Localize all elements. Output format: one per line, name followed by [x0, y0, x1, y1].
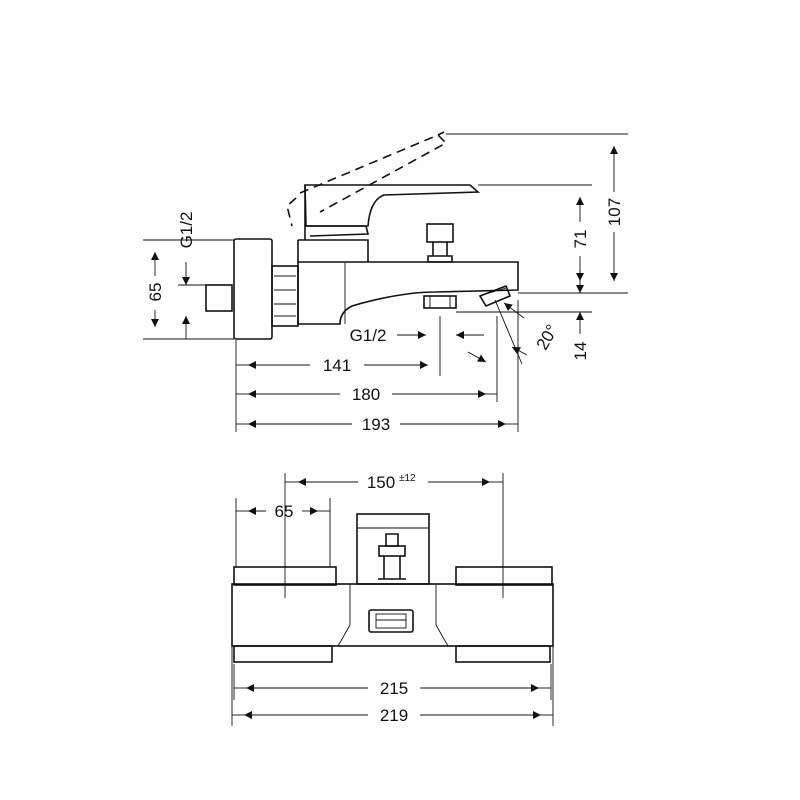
dim-height-71: 71	[571, 197, 590, 281]
lever-raised-outline	[286, 131, 448, 227]
dim-150: 150	[367, 473, 395, 492]
dim-width-219: 219	[232, 706, 553, 725]
front-lever	[356, 513, 430, 585]
spout-outlet	[423, 284, 512, 309]
dim-centers: 150 ±12	[285, 473, 503, 492]
mixer-body	[297, 239, 519, 325]
dim-height-107: 107	[605, 146, 624, 281]
dim-193: 193	[362, 415, 390, 434]
dim-180: 180	[352, 385, 380, 404]
dim-length-141: 141	[236, 351, 487, 375]
front-extension-lines	[231, 473, 554, 726]
dim-height-14: 14	[571, 270, 590, 360]
side-view: 65 G1/2 G1/2 141 180	[143, 131, 628, 434]
dim-141: 141	[323, 356, 351, 375]
front-view: 150 ±12 65 215 219	[231, 473, 554, 726]
dim-rosette-width: 65	[236, 502, 330, 521]
dim-g12-outlet: G1/2	[350, 326, 387, 345]
dim-outlet-thread: G1/2	[350, 326, 484, 345]
dim-65-front: 65	[275, 502, 294, 521]
dim-150-tolerance: ±12	[399, 473, 416, 484]
dim-65-side: 65	[146, 283, 165, 302]
front-spout-outlet	[368, 609, 414, 633]
dim-length-180: 180	[236, 385, 497, 404]
dim-107: 107	[605, 198, 624, 226]
side-extension-lines	[143, 133, 628, 432]
dim-215: 215	[380, 679, 408, 698]
front-diverter	[378, 533, 406, 580]
front-body	[231, 566, 554, 663]
dim-width-215: 215	[234, 679, 551, 698]
diverter-knob	[426, 223, 454, 263]
dim-219: 219	[380, 706, 408, 725]
dim-g12-inlet: G1/2	[177, 212, 196, 249]
dim-14: 14	[571, 342, 590, 361]
dim-angle: 20°	[503, 302, 562, 356]
dim-length-193: 193	[236, 415, 518, 434]
dim-inlet-thread: G1/2	[177, 212, 196, 339]
dim-71: 71	[571, 230, 590, 249]
wall-connector	[205, 238, 299, 340]
dim-20-degrees: 20°	[533, 321, 562, 353]
lever-handle	[304, 184, 481, 240]
dim-inlet-spacing: 65	[146, 252, 165, 327]
